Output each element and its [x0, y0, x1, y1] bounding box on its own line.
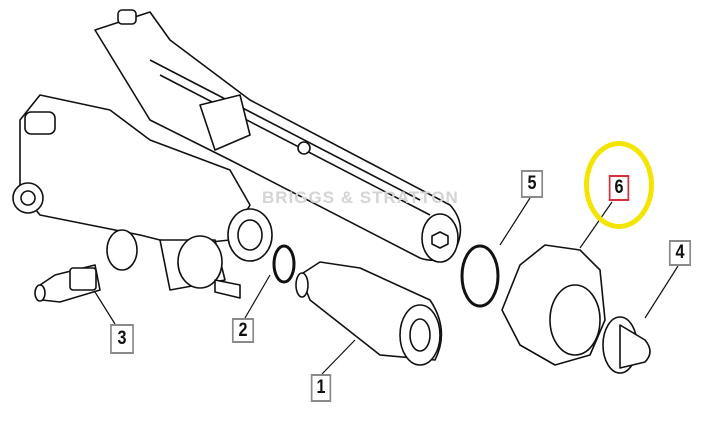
- callout-part-5[interactable]: 5: [520, 170, 544, 198]
- callout-part-2[interactable]: 2: [231, 318, 255, 343]
- part-5-o-ring: [460, 244, 500, 308]
- pump-manifold: [12, 94, 273, 299]
- callout-part-4[interactable]: 4: [668, 240, 692, 266]
- part-2-o-ring: [272, 244, 296, 284]
- part-1-nozzle: [295, 261, 443, 366]
- highlight-circle: [584, 141, 654, 229]
- part-6-knob-nut: [501, 244, 606, 366]
- callout-part-6[interactable]: 6: [608, 175, 630, 201]
- callout-part-1[interactable]: 1: [310, 374, 332, 402]
- part-4-nozzle-tip: [602, 316, 651, 374]
- part-3-hose-fitting: [34, 264, 101, 303]
- callout-part-3[interactable]: 3: [110, 324, 134, 354]
- spray-wand-assembly: [94, 9, 462, 263]
